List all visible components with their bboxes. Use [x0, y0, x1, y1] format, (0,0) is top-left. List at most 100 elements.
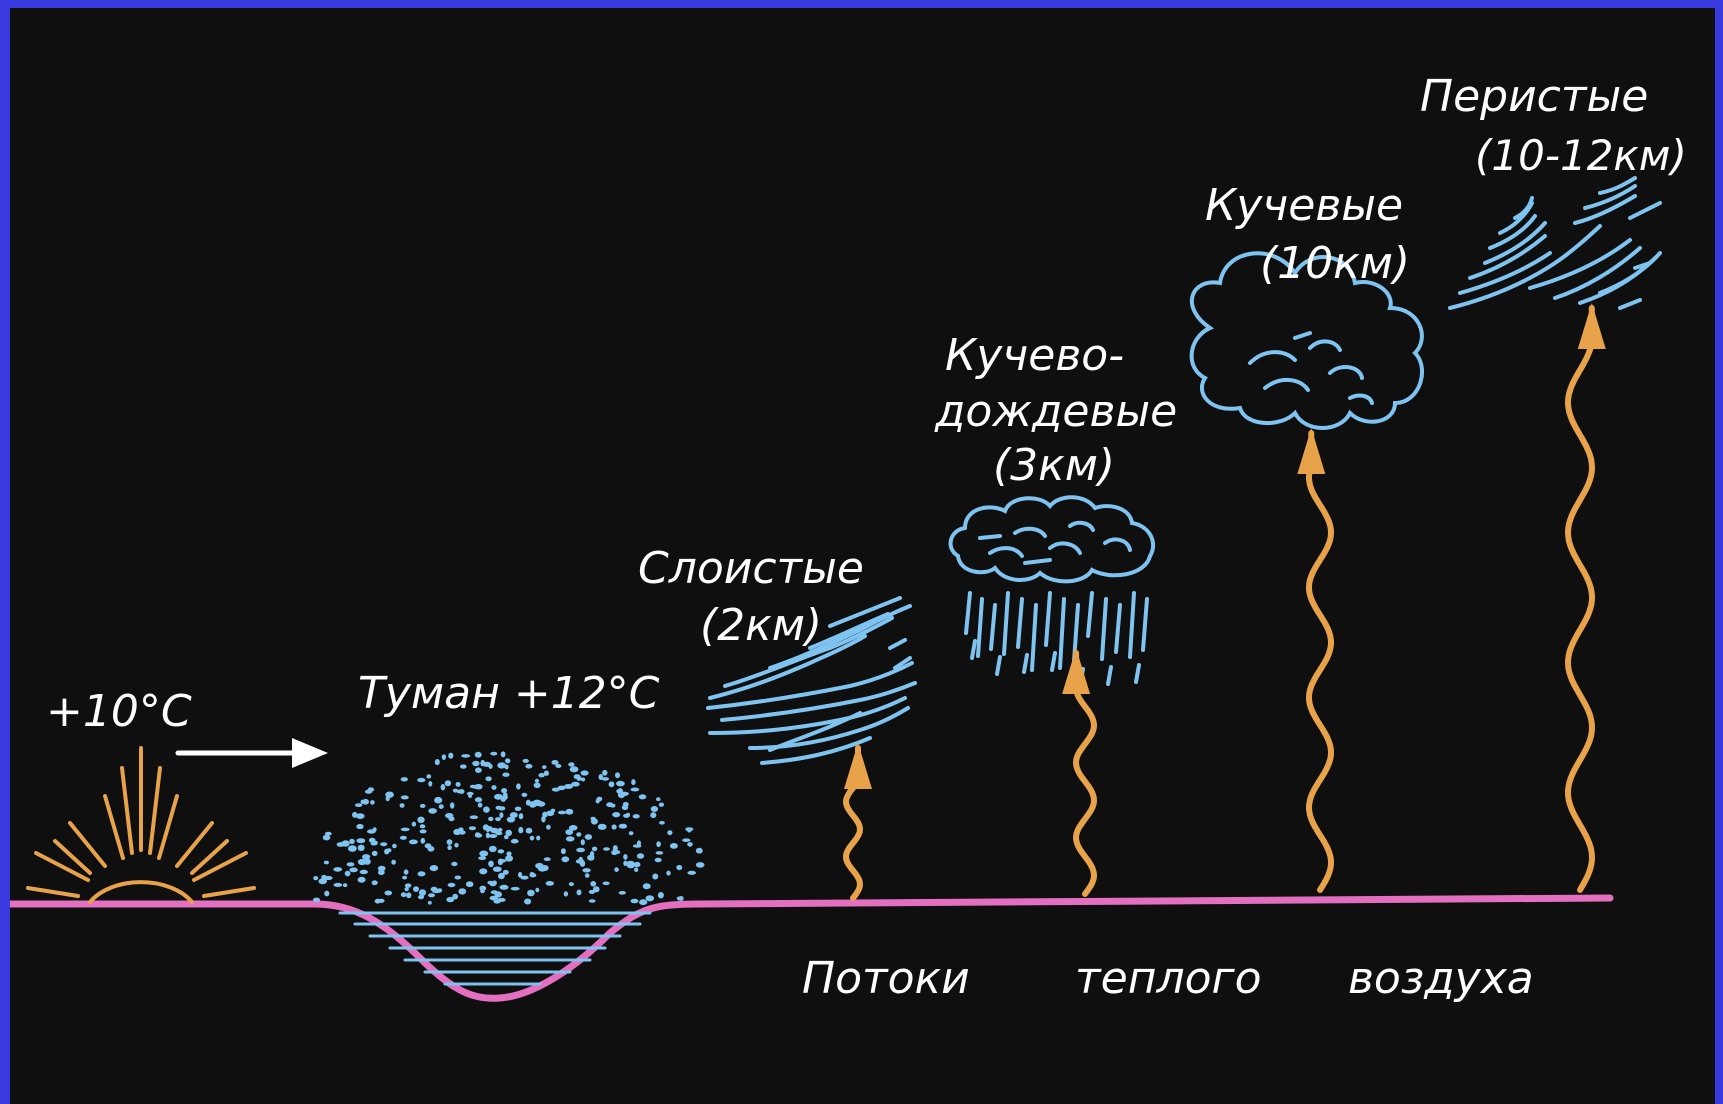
fog-dot — [495, 831, 502, 835]
fog-dot — [491, 785, 496, 790]
fog-dot — [345, 871, 351, 877]
fog-dot — [356, 824, 363, 829]
fog-dot — [541, 816, 545, 823]
fog-dot — [511, 839, 519, 844]
fog-dot — [448, 753, 453, 759]
fog-dot — [483, 806, 490, 812]
fog-dot — [589, 899, 596, 903]
fog-dot — [687, 842, 693, 847]
fog-dot — [546, 881, 554, 886]
fog-dot — [603, 882, 610, 886]
fog-dot — [478, 803, 483, 808]
fog-dot — [523, 759, 529, 763]
fog-dot — [592, 847, 597, 852]
fog-dot — [609, 781, 615, 787]
fog-dot — [622, 805, 628, 810]
fog-dot — [530, 836, 535, 841]
fog-dot — [448, 816, 454, 821]
fog-dot — [525, 764, 532, 769]
fog-dot — [428, 893, 435, 897]
fog-dot — [426, 774, 431, 778]
fog-dot — [551, 760, 558, 765]
fog-dot — [518, 872, 522, 878]
fog-dot — [493, 867, 502, 872]
cloud-formation-diagram: +10°C Туман +12°C Слоистые (2км) Кучево-… — [10, 8, 1715, 1104]
cumulonimbus-altitude: (3км) — [993, 440, 1115, 491]
fog-dot — [478, 856, 486, 860]
rain-streak — [997, 657, 1000, 674]
fog-dot — [458, 888, 466, 894]
fog-dot — [623, 854, 627, 860]
fog-dot — [448, 883, 456, 887]
rain-streaks — [966, 593, 1147, 686]
fog-dot — [356, 813, 365, 819]
fog-dot — [475, 767, 482, 773]
fog-dot — [473, 785, 479, 789]
fog-dot — [581, 778, 585, 782]
fog-dot — [451, 862, 457, 866]
flows-label-word1: Потоки — [802, 953, 970, 1004]
fog-dot — [655, 858, 662, 862]
fog-dot — [427, 846, 434, 852]
fog-dot — [447, 839, 453, 845]
fog-dot — [358, 859, 367, 865]
fog-dot — [360, 870, 368, 874]
fog-dot — [337, 842, 345, 847]
fog-dot — [439, 804, 444, 809]
fog-dot — [590, 881, 596, 887]
fog-dot — [631, 788, 640, 792]
fog-dot — [375, 899, 381, 904]
fog-dot — [441, 784, 446, 790]
fog-dot — [358, 845, 365, 851]
fog-dot — [391, 860, 396, 865]
fog-dot — [401, 892, 407, 897]
rain-streak — [1060, 599, 1064, 668]
diagram-frame: +10°C Туман +12°C Слоистые (2км) Кучево-… — [10, 8, 1715, 1104]
cumulus-altitude: (10км) — [1260, 238, 1410, 289]
fog-dot — [518, 827, 523, 833]
rain-streak — [1018, 599, 1022, 647]
fog-dot — [506, 851, 511, 856]
fog-dot — [516, 783, 521, 789]
fog-dot — [475, 832, 480, 836]
fog-dot — [581, 839, 585, 845]
fog-dot — [570, 766, 579, 772]
rain-streak — [1004, 593, 1008, 654]
fog-dot — [643, 883, 651, 889]
fog-dot — [401, 777, 408, 781]
fog-dot — [445, 780, 451, 786]
fog-dot — [534, 783, 541, 789]
fog-dot — [405, 887, 409, 891]
fog-dot — [524, 899, 531, 905]
fog-dot — [321, 875, 327, 881]
fog-dot — [696, 862, 705, 868]
fog-dot — [418, 871, 426, 876]
fog-dot — [696, 848, 703, 854]
fog-dot — [503, 870, 509, 875]
fog-dot — [501, 751, 506, 757]
warm-air-arrow-head — [844, 743, 872, 789]
fog-dot — [404, 869, 409, 874]
rain-streak — [1088, 593, 1092, 636]
fog-dot — [495, 817, 501, 821]
fog-dot — [324, 861, 329, 865]
fog-dot — [619, 891, 626, 895]
fog-dot — [637, 853, 644, 859]
fog-dot — [368, 787, 375, 791]
fog-dot — [656, 797, 660, 801]
fog-dot — [639, 899, 647, 905]
fog-dot — [538, 773, 544, 777]
right-arrow-icon — [178, 738, 328, 768]
fog-dot — [536, 836, 540, 841]
temp-left-label: +10°C — [46, 686, 192, 737]
fog-dot — [656, 851, 664, 855]
fog-dot — [461, 754, 470, 758]
fog-dot — [405, 883, 411, 887]
fog-dot — [494, 794, 503, 800]
fog-dot — [323, 835, 331, 841]
fog-dot — [541, 865, 549, 871]
sun-rising-icon — [28, 748, 254, 902]
fog-dot — [450, 802, 454, 808]
fog-dot — [546, 825, 551, 830]
fog-dot — [498, 828, 502, 832]
